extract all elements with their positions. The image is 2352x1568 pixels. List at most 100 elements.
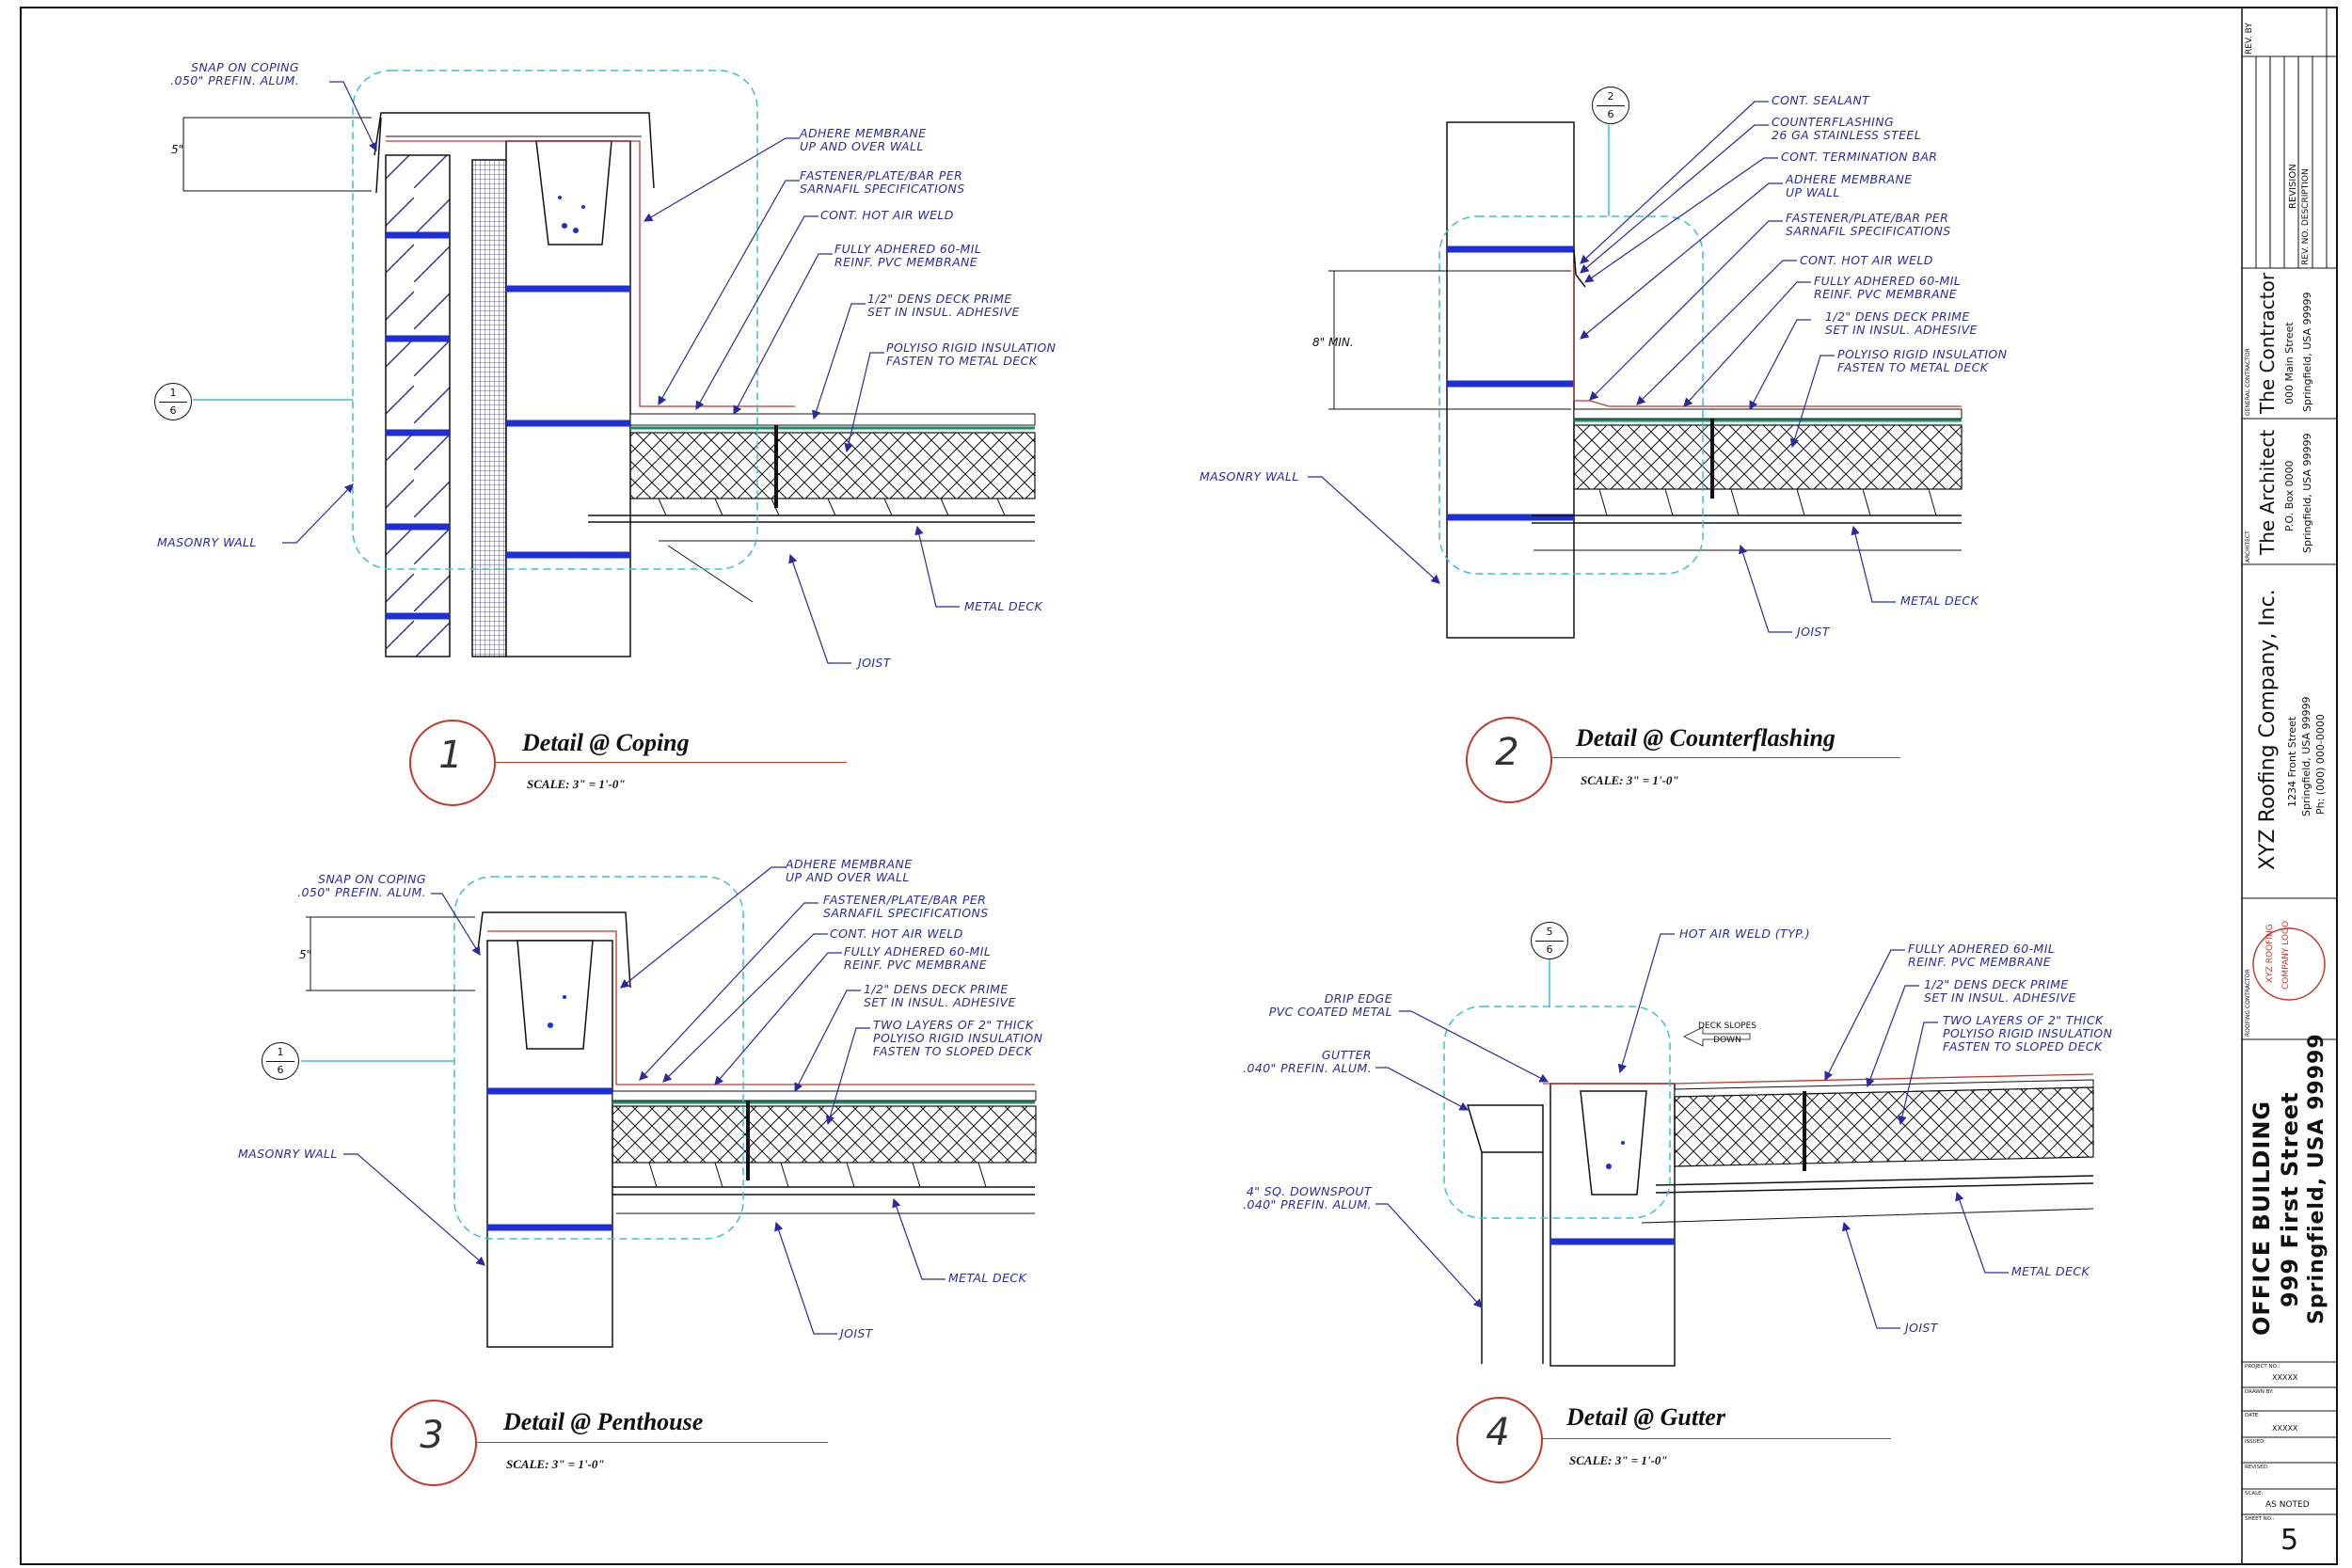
d1-dimension: 5": [171, 143, 184, 156]
d3-scale: SCALE: 3" = 1'-0": [506, 1457, 605, 1471]
d4-weld-label: HOT AIR WELD (TYP.): [1679, 927, 1810, 941]
tb-company-name: XYZ Roofing Company, Inc.: [2256, 589, 2280, 870]
tb-revision-header: REVISION: [2288, 164, 2298, 209]
tb-company-line1: 1234 Front Street: [2286, 716, 2298, 807]
tb-field-project-no-label: PROJECT NO.:: [2245, 1364, 2280, 1370]
d2-joist-label: JOIST: [1797, 625, 1830, 639]
d2-sealant-label: CONT. SEALANT: [1772, 93, 1870, 107]
tb-company-line3: Ph: (000) 000-0000: [2314, 714, 2327, 815]
d4-scale: SCALE: 3" = 1'-0": [1569, 1453, 1668, 1467]
d2-scale: SCALE: 3" = 1'-0": [1581, 773, 1679, 787]
d2-masonry-label: MASONRY WALL: [1200, 469, 1299, 483]
tb-field-date-label: DATE:: [2245, 1413, 2261, 1418]
d4-title: Detail @ Gutter: [1566, 1403, 1725, 1431]
tb-field-scale-label: SCALE:: [2245, 1491, 2264, 1497]
d3-joist-label: JOIST: [840, 1326, 873, 1340]
tb-field-issued-label: ISSUED:: [2245, 1439, 2266, 1445]
tb-field-revised-label: REVISED:: [2245, 1465, 2269, 1470]
d3-dimension: 5": [299, 948, 312, 961]
d1-deck-label: METAL DECK: [964, 599, 1043, 613]
detail-4-gutter: [1375, 933, 2094, 1367]
d1-coping-label: SNAP ON COPING.050" PREFIN. ALUM.: [170, 60, 299, 87]
tb-company-line2: Springfield, USA 99999: [2300, 696, 2312, 816]
detail-3-penthouse: [301, 866, 1037, 1348]
d1-joist-label: JOIST: [858, 656, 891, 670]
tb-rev-no-desc: REV. NO. DESCRIPTION: [2301, 168, 2311, 265]
tb-field-drawn-by-label: DRAWN BY:: [2245, 1389, 2274, 1395]
tb-architect-line1: P.O. Box 0000: [2283, 460, 2296, 531]
d2-title: Detail @ Counterflashing: [1576, 724, 1836, 752]
tb-project-line3: Springfield, USA 99999: [2305, 1033, 2328, 1324]
d3-masonry-label: MASONRY WALL: [238, 1147, 338, 1161]
title-block: [2241, 8, 2337, 1564]
d4-title-underline: [1541, 1438, 1891, 1439]
tb-architect-caption: ARCHITECT: [2245, 531, 2251, 562]
detail-1-coping: [183, 70, 1036, 664]
d1-number-circle: [409, 720, 496, 806]
d1-title: Detail @ Coping: [522, 729, 690, 756]
d3-number: 3: [420, 1414, 444, 1457]
tb-roofing-caption: ROOFING CONTRACTOR: [2245, 969, 2251, 1037]
d4-gutter-label: GUTTER.040" PREFIN. ALUM.: [1243, 1048, 1372, 1075]
tb-rev-by: REV. BY: [2245, 23, 2254, 55]
tb-contractor-line1: 000 Main Street: [2283, 322, 2296, 404]
tb-field-date-value: XXXXX: [2272, 1424, 2298, 1433]
d1-masonry-label: MASONRY WALL: [157, 535, 257, 549]
d4-number: 4: [1486, 1411, 1510, 1454]
d2-weld-label: CONT. HOT AIR WELD: [1800, 253, 1933, 267]
tb-project-line2: 999 First Street: [2277, 1091, 2303, 1307]
d3-deck-label: METAL DECK: [948, 1271, 1027, 1285]
d4-deck-label: METAL DECK: [2011, 1264, 2090, 1278]
tb-field-scale-value: AS NOTED: [2265, 1500, 2310, 1510]
d1-weld-label: CONT. HOT AIR WELD: [820, 208, 954, 222]
d2-deck-label: METAL DECK: [1900, 594, 1979, 608]
tb-field-sheet-value: 5: [2280, 1524, 2299, 1557]
d4-downspout-label: 4" SQ. DOWNSPOUT.040" PREFIN. ALUM.: [1243, 1184, 1372, 1212]
d1-title-underline: [494, 762, 847, 763]
d3-title-underline: [475, 1442, 828, 1443]
d1-scale: SCALE: 3" = 1'-0": [527, 777, 626, 791]
tb-field-sheet-label: SHEET NO.:: [2245, 1516, 2275, 1522]
d2-number-circle: [1466, 717, 1552, 803]
tb-gc-caption: GENERAL CONTRACTOR: [2245, 348, 2251, 416]
d3-weld-label: CONT. HOT AIR WELD: [830, 927, 963, 941]
d2-title-underline: [1550, 757, 1900, 758]
tb-logo-text-2: COMPANY LOGO: [2281, 920, 2291, 990]
d2-dimension: 8" MIN.: [1312, 336, 1354, 349]
tb-architect-line2: Springfield, USA 99999: [2301, 433, 2313, 553]
tb-project-line1: OFFICE BUILDING: [2249, 1100, 2275, 1336]
tb-contractor-name: The Contractor: [2256, 272, 2279, 414]
tb-logo-text: XYZ ROOFING: [2265, 924, 2275, 983]
d4-joist-label: JOIST: [1905, 1321, 1938, 1335]
d2-number: 2: [1495, 731, 1519, 774]
tb-architect-name: The Architect: [2256, 429, 2279, 555]
sheet-border: [20, 7, 2338, 1565]
d2-termbar-label: CONT. TERMINATION BAR: [1781, 150, 1938, 164]
d3-number-circle: [390, 1400, 477, 1486]
d1-number: 1: [438, 734, 463, 777]
